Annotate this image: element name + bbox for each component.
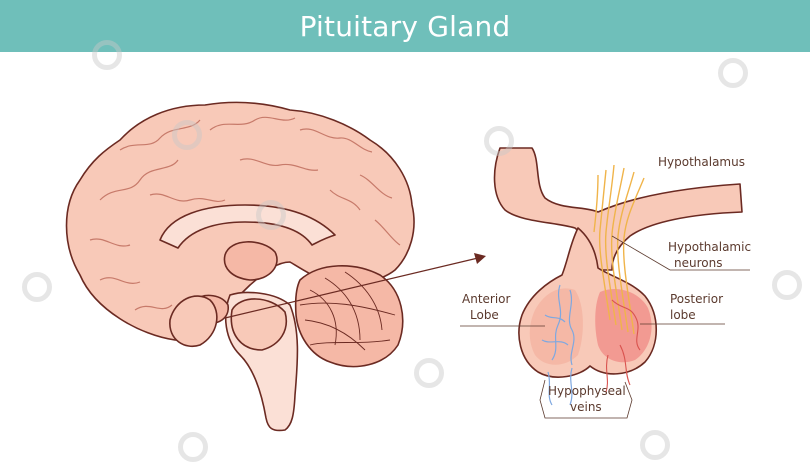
label-hypophyseal-veins-line1: Hypophyseal — [548, 384, 626, 398]
label-hypothalamus: Hypothalamus — [658, 155, 745, 169]
watermark-ring — [178, 432, 208, 462]
vein — [544, 314, 566, 323]
vein — [568, 289, 575, 366]
neuron-fiber — [593, 174, 599, 233]
gyrus-fold — [99, 159, 179, 201]
pituitary-closeup — [493, 147, 743, 406]
cerebellum-fold — [304, 319, 366, 351]
label-posterior-lobe-line1: Posterior — [670, 292, 724, 306]
gyrus-fold — [134, 304, 173, 311]
thalamus — [223, 241, 278, 281]
gyrus-fold — [239, 158, 319, 171]
gyrus-fold — [209, 116, 296, 131]
page-title: Pituitary Gland — [299, 9, 511, 43]
neuron-fiber — [598, 169, 611, 321]
label-hypothalamic-neurons-line2: neurons — [674, 256, 723, 270]
zoom-arrow — [224, 253, 486, 319]
cerebellum-fold — [309, 289, 337, 346]
watermark-ring — [640, 430, 670, 460]
vessel — [619, 344, 631, 386]
neuron-fiber — [622, 177, 645, 335]
label-hypothalamic-neurons-line1: Hypothalamic — [668, 240, 752, 254]
neuron-fiber — [604, 164, 617, 326]
watermark-ring — [484, 126, 514, 156]
gyrus-fold — [149, 193, 226, 203]
cerebellum — [294, 265, 404, 368]
label-anterior-lobe-line1: Anterior — [462, 292, 511, 306]
cerebellum-fold — [309, 339, 391, 346]
watermark-ring — [718, 58, 748, 88]
vein — [551, 284, 562, 361]
label-posterior-lobe-line2: lobe — [670, 308, 696, 322]
watermark-ring — [256, 200, 286, 230]
gyrus-fold — [89, 238, 131, 247]
brain-illustration — [65, 101, 415, 432]
temporal-lobe — [169, 295, 218, 347]
watermark-ring — [22, 272, 52, 302]
label-hypophyseal-veins-line2: veins — [570, 400, 602, 414]
pons — [230, 298, 287, 351]
gyrus-fold — [299, 128, 373, 153]
title-banner: Pituitary Gland — [0, 0, 810, 52]
watermark-ring — [772, 270, 802, 300]
gyrus-fold — [329, 189, 361, 211]
neuron-fiber — [610, 167, 625, 331]
vessel — [605, 354, 609, 393]
label-anterior-lobe-line2: Lobe — [470, 308, 499, 322]
watermark-ring — [172, 120, 202, 150]
gyrus-fold — [359, 174, 393, 199]
cerebellum-fold — [344, 271, 383, 331]
neuron-fiber — [616, 171, 635, 333]
corpus-callosum — [159, 204, 336, 249]
vein — [541, 339, 569, 346]
gyrus-fold — [99, 277, 141, 284]
watermark-ring — [414, 358, 444, 388]
cerebellum-fold — [299, 302, 396, 316]
watermark-ring — [92, 40, 122, 70]
anterior-lobe — [529, 288, 583, 365]
leader-lines — [460, 235, 750, 419]
gyrus-fold — [374, 219, 401, 246]
vein — [547, 371, 553, 406]
cerebellum-fold — [324, 277, 361, 341]
hypothalamus-tissue — [493, 147, 743, 271]
vessel — [611, 299, 641, 351]
vein — [569, 367, 573, 406]
